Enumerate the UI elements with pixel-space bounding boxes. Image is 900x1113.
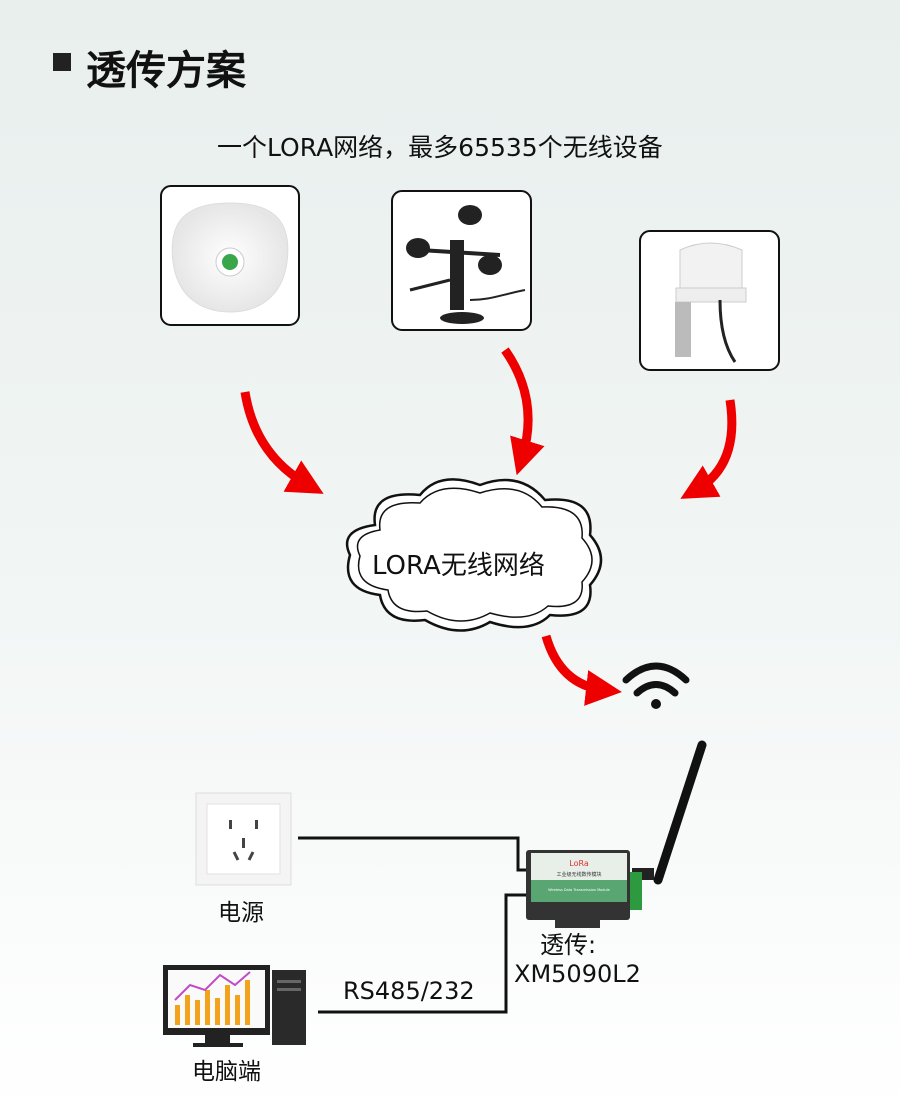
red-arrow-3: [680, 399, 737, 499]
cloud-label: LORA无线网络: [372, 551, 545, 581]
subtitle: 一个LORA网络，最多65535个无线设备: [217, 133, 663, 162]
page-title: 透传方案: [86, 48, 246, 94]
red-arrow-4: [541, 634, 622, 706]
link-label: RS485/232: [343, 977, 475, 1005]
svg-text:Wireless Data Transmission Mod: Wireless Data Transmission Module: [548, 888, 610, 892]
power-cable: [298, 836, 530, 872]
anemometer-icon: [406, 205, 526, 324]
computer-icon: [163, 965, 306, 1047]
svg-text:LoRa: LoRa: [569, 859, 589, 868]
lora-device-icon: LoRa 工业级无线数传模块 Wireless Data Transmissio…: [526, 740, 707, 928]
power-socket-icon: [195, 792, 292, 886]
red-arrow-1: [240, 391, 324, 494]
title-bullet-icon: [53, 53, 71, 71]
svg-text:工业级无线数传模块: 工业级无线数传模块: [556, 871, 601, 878]
sensor-card-wind: [391, 190, 532, 331]
device-label-line1: 透传:: [540, 931, 597, 959]
power-label: 电源: [218, 900, 264, 926]
device-label-line2: XM5090L2: [514, 960, 641, 988]
computer-label: 电脑端: [192, 1059, 261, 1085]
sensor-card-noise: [160, 185, 300, 326]
cloud-icon: [345, 478, 603, 632]
white-dome-sensor-icon: [675, 242, 747, 363]
wifi-icon: [622, 662, 690, 709]
rs485-cable: [318, 893, 530, 1014]
sensor-card-light: [639, 230, 780, 371]
red-arrow-2: [501, 347, 545, 476]
